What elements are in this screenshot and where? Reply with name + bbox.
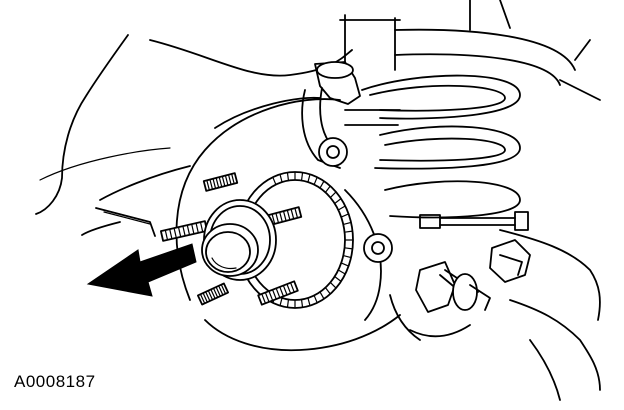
wheel-stud	[202, 172, 239, 192]
knuckle-bolts	[363, 233, 531, 341]
strut-arm	[301, 61, 401, 169]
figure-reference-number: A0008187	[14, 372, 96, 391]
brake-line	[419, 211, 529, 231]
coil-spring	[339, 0, 601, 219]
dust-cap	[201, 223, 259, 277]
callout-arrow	[86, 243, 197, 297]
wheel-stud	[257, 280, 299, 306]
wheel-stud	[159, 220, 209, 242]
body-outline	[35, 34, 353, 237]
wheel-stud	[197, 282, 229, 306]
lower-arm	[499, 229, 601, 401]
